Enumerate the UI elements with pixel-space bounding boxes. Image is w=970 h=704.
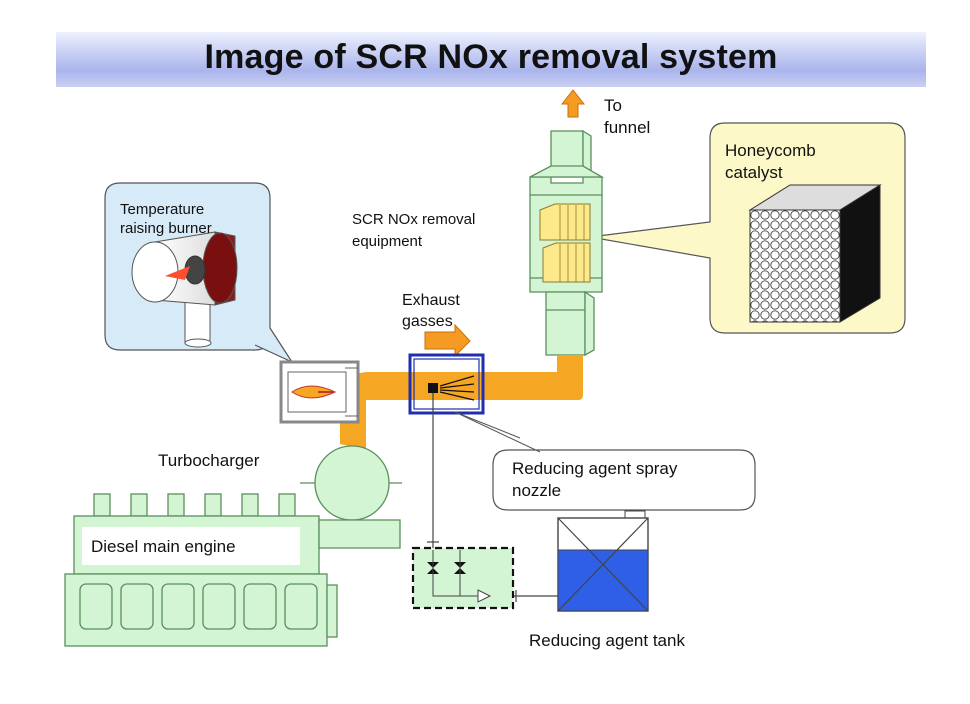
temperature-burner-label: Temperature raising burner [120,201,212,237]
reducing-tank [557,510,649,612]
to-funnel-label: To funnel [604,96,651,137]
spray-nozzle-label: Reducing agent spray nozzle [512,459,678,500]
turbocharger-label: Turbocharger [158,451,260,470]
honeycomb-block [748,184,882,323]
catalyst-callout [589,122,906,334]
burner-box [279,360,360,424]
page-title: Image of SCR NOx removal system [204,38,778,76]
nozzle-callout [454,411,756,511]
burner-illustration [131,231,238,348]
exhaust-gasses-label: Exhaust gasses [402,292,460,330]
honeycomb-catalyst-label: Honeycomb catalyst [725,141,816,182]
title-bar: Image of SCR NOx removal system [56,32,926,87]
catalyst-elements [539,203,591,283]
nozzle-box [408,353,485,415]
diesel-engine [64,493,401,647]
exhaust-arrow [424,323,471,358]
valve-box [411,546,515,610]
diesel-engine-label: Diesel main engine [91,537,236,556]
reducing-tank-label: Reducing agent tank [529,631,685,650]
exhaust-duct [340,355,583,444]
scr-equipment-label: SCR NOx removal equipment [352,211,476,250]
turbocharger [300,444,402,528]
burner-callout [104,182,294,364]
funnel-arrow [560,89,586,118]
